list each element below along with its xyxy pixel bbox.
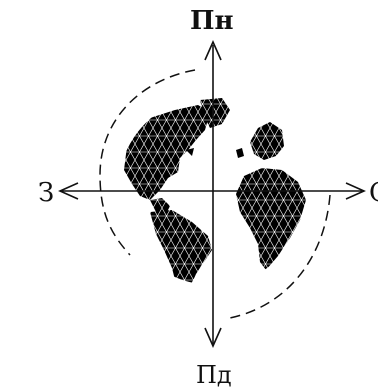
north-label: Пн [190, 8, 234, 34]
globe-icon [124, 98, 306, 296]
island-2 [236, 148, 244, 158]
west-label: З [38, 180, 54, 206]
continent-africa [236, 168, 306, 270]
continent-north-america [124, 105, 210, 200]
continent-europe [250, 122, 284, 160]
continent-south-america [150, 210, 212, 296]
east-label: С [369, 180, 378, 206]
south-label: Пд [196, 363, 232, 387]
